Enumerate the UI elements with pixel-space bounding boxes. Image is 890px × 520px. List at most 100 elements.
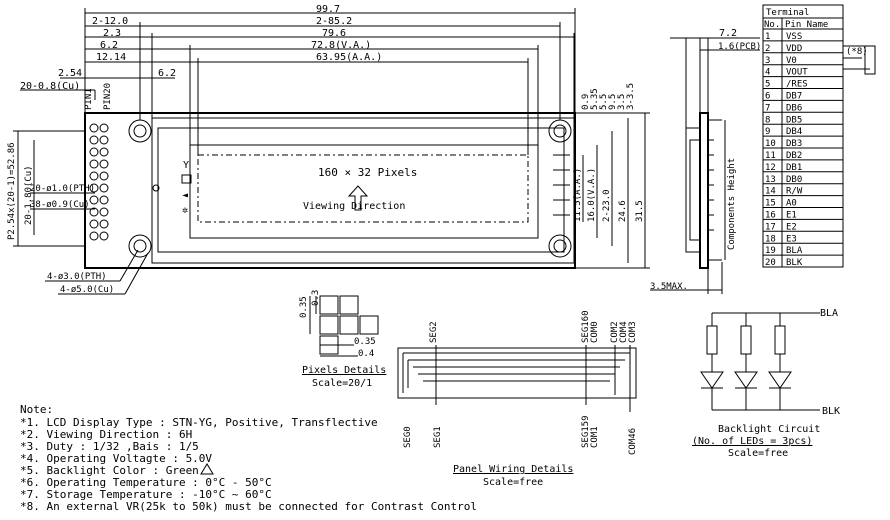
terminal-pin-no: 14 bbox=[765, 187, 776, 197]
dim-copper-pad: 20-0.8(Cu) bbox=[20, 81, 80, 92]
header-pin bbox=[99, 183, 109, 193]
terminal-pin-no: 11 bbox=[765, 151, 776, 161]
header-pin bbox=[89, 219, 99, 229]
wiring-com4: COM4 bbox=[619, 321, 629, 343]
header-pin bbox=[99, 123, 109, 133]
header-pin bbox=[89, 183, 99, 193]
dim-aa-offset: 12.14 bbox=[96, 52, 126, 63]
mount-hole-bl bbox=[128, 234, 152, 258]
dim-bezel-width: 79.6 bbox=[322, 28, 346, 39]
terminal-pin-name: /RES bbox=[786, 80, 808, 90]
wiring-com0: COM0 bbox=[590, 321, 600, 343]
contrast-vr: (*8) bbox=[843, 45, 876, 75]
header-pin bbox=[99, 219, 109, 229]
dim-mount-pth: 4-ø3.0(PTH) bbox=[47, 272, 107, 282]
components-height-label: Components Height bbox=[727, 158, 737, 250]
note-3: *3. Duty : 1/32 ,Bais : 1/5 bbox=[20, 440, 199, 453]
led-1-icon bbox=[700, 371, 724, 389]
terminal-pin-no: 16 bbox=[765, 211, 776, 221]
backlight-scale: Scale=free bbox=[728, 448, 788, 459]
gear-icon: ✲ bbox=[182, 205, 188, 216]
terminal-pin-no: 3 bbox=[765, 56, 770, 66]
notes: Note: *1. LCD Display Type : STN-YG, Pos… bbox=[20, 403, 477, 513]
active-area bbox=[197, 154, 529, 223]
header-pin bbox=[89, 207, 99, 217]
terminal-pin-name: DB1 bbox=[786, 163, 802, 173]
dim-aa-width: 63.95(A.A.) bbox=[316, 52, 382, 63]
header-pin bbox=[89, 171, 99, 181]
mount-hole-br bbox=[548, 234, 572, 258]
terminal-header-no: No. bbox=[764, 20, 780, 30]
header-pin bbox=[89, 147, 99, 157]
note-7: *7. Storage Temperature : -10°C ~ 60°C bbox=[20, 488, 272, 501]
wiring-com3: COM3 bbox=[628, 321, 638, 343]
wiring-seg160: SEG160 bbox=[581, 310, 591, 343]
header-pin bbox=[89, 159, 99, 169]
header-pin bbox=[99, 207, 109, 217]
terminal-pin-no: 7 bbox=[765, 103, 770, 113]
dim-r6: 3-3.5 bbox=[626, 83, 636, 110]
header-pin bbox=[99, 147, 109, 157]
resistor-2 bbox=[740, 325, 752, 355]
dim-r8: 16.0(V.A.) bbox=[587, 168, 597, 222]
terminal-pin-name: DB0 bbox=[786, 175, 802, 185]
terminal-pin-no: 2 bbox=[765, 44, 770, 54]
terminal-pin-name: DB2 bbox=[786, 151, 802, 161]
wiring-seg159: SEG159 bbox=[581, 415, 591, 448]
dim-pcb-thickness: 1.6(PCB) bbox=[718, 42, 761, 52]
terminal-pin-name: BLK bbox=[786, 258, 803, 268]
terminal-pin-no: 17 bbox=[765, 222, 776, 232]
terminal-pin-no: 5 bbox=[765, 80, 770, 90]
dim-pixel-pitch-v: 0.35 bbox=[299, 296, 309, 318]
dim-va-width: 72.8(V.A.) bbox=[311, 40, 371, 51]
terminal-pin-no: 12 bbox=[765, 163, 776, 173]
terminal-pin-name: VDD bbox=[786, 44, 802, 54]
wiring-seg1: SEG1 bbox=[433, 426, 443, 448]
dim-r3: 5.5 bbox=[599, 94, 609, 110]
side-pcb bbox=[699, 112, 709, 269]
terminal-pin-name: R/W bbox=[786, 187, 803, 197]
dim-side-thickness: 7.2 bbox=[719, 28, 737, 39]
wiring-seg2: SEG2 bbox=[429, 321, 439, 343]
resistor-icon bbox=[864, 45, 876, 75]
terminal-pin-name: E3 bbox=[786, 234, 797, 244]
note-5: *5. Backlight Color : Green bbox=[20, 464, 199, 477]
header-pin bbox=[99, 231, 109, 241]
side-bezel bbox=[685, 127, 701, 253]
resistor-3 bbox=[774, 325, 786, 355]
dim-r4: 9.5 bbox=[608, 94, 618, 110]
terminal-pin-name: VSS bbox=[786, 32, 802, 42]
terminal-header-pin: Pin Name bbox=[785, 20, 828, 30]
backlight-title: Backlight Circuit bbox=[718, 424, 820, 435]
dim-overall-width: 99.7 bbox=[316, 4, 340, 15]
dim-va-offset: 6.2 bbox=[100, 40, 118, 51]
dim-hole-offset: 2-12.0 bbox=[92, 16, 128, 27]
note-6: *6. Operating Temperature : 0°C - 50°C bbox=[20, 476, 272, 489]
dim-r2: 5.35 bbox=[590, 88, 600, 110]
vr-note: (*8) bbox=[846, 47, 868, 57]
header-pin bbox=[99, 159, 109, 169]
terminal-pin-name: VOUT bbox=[786, 68, 808, 78]
view-arrow-icon bbox=[347, 185, 369, 211]
pixels-details-scale: Scale=20/1 bbox=[312, 378, 372, 389]
terminal-pin-no: 9 bbox=[765, 127, 770, 137]
dim-pixel-size-h: 0.35 bbox=[354, 337, 376, 347]
dim-r5: 3.5 bbox=[617, 94, 627, 110]
warning-icon bbox=[200, 463, 214, 475]
header-pin bbox=[89, 135, 99, 145]
terminal-pin-no: 18 bbox=[765, 234, 776, 244]
viewing-area bbox=[189, 144, 539, 239]
mount-hole-tr bbox=[548, 119, 572, 143]
pcb-outline bbox=[84, 112, 576, 269]
terminal-pin-name: E2 bbox=[786, 222, 797, 232]
terminal-pin-no: 4 bbox=[765, 68, 770, 78]
dim-r9: 2-23.0 bbox=[602, 189, 612, 222]
panel-wiring: SEG2 SEG160 COM0 COM2 COM4 COM3 SEG0 SEG… bbox=[397, 310, 638, 488]
dim-r10: 24.6 bbox=[618, 200, 628, 222]
dim-pin-offset: 2.54 bbox=[58, 68, 82, 79]
dim-hole-pitch: 2-85.2 bbox=[316, 16, 352, 27]
dim-cu: 38-ø0.9(Cu) bbox=[30, 200, 90, 210]
terminal-pin-no: 6 bbox=[765, 92, 770, 102]
